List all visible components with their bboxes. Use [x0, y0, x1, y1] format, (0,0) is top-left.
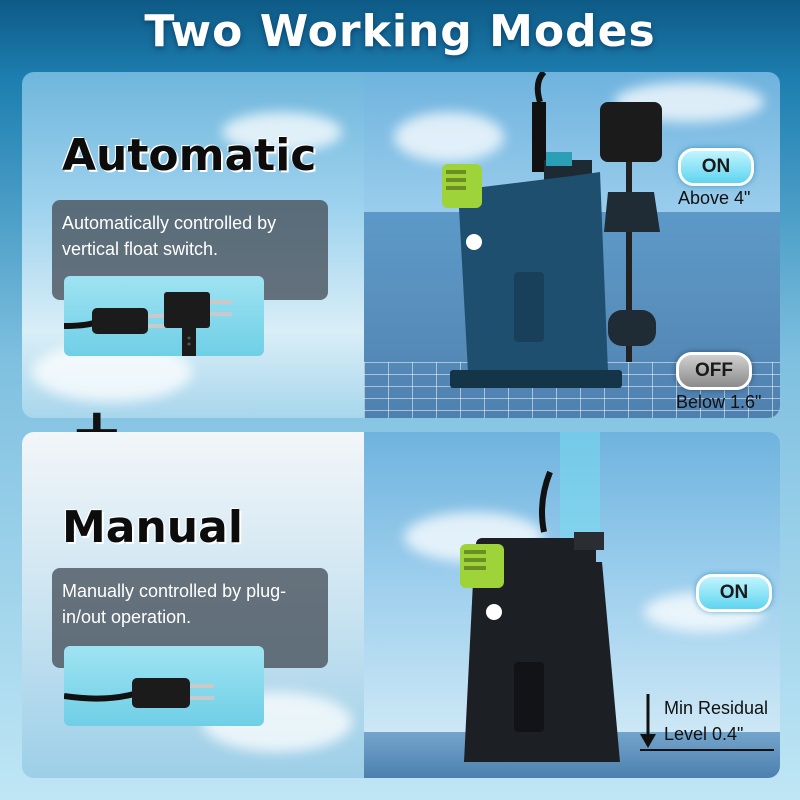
automatic-off-badge: OFF: [676, 352, 752, 390]
on-level-label: Above 4": [678, 188, 751, 208]
plug-image: [64, 646, 264, 726]
manual-heading: Manual: [62, 502, 243, 553]
float-switch-pump-icon: [442, 72, 662, 388]
automatic-panel: Automatic Automatically controlled by ve…: [22, 72, 780, 418]
page-title: Two Working Modes: [144, 6, 656, 57]
manual-on-badge: ON: [696, 574, 772, 612]
automatic-on-badge: ON: [678, 148, 754, 186]
manual-info-area: Manual Manually controlled by plug-in/ou…: [22, 432, 364, 778]
manual-panel: Manual Manually controlled by plug-in/ou…: [22, 432, 780, 778]
residual-level-line2: Level 0.4": [664, 724, 744, 744]
plug-with-piggyback-image: [64, 276, 264, 356]
off-level-label: Below 1.6": [676, 392, 762, 412]
automatic-pump-scene: ON Above 4" OFF Below 1.6": [364, 72, 780, 418]
manual-pump-scene: ON Min Residual Level 0.4": [364, 432, 780, 778]
automatic-description: Automatically controlled by vertical flo…: [62, 213, 277, 259]
residual-level-line1: Min Residual: [664, 698, 769, 718]
automatic-heading: Automatic: [62, 130, 317, 181]
manual-description: Manually controlled by plug-in/out opera…: [62, 581, 287, 627]
automatic-info-area: Automatic Automatically controlled by ve…: [22, 72, 364, 418]
manual-pump-icon: [460, 432, 774, 762]
